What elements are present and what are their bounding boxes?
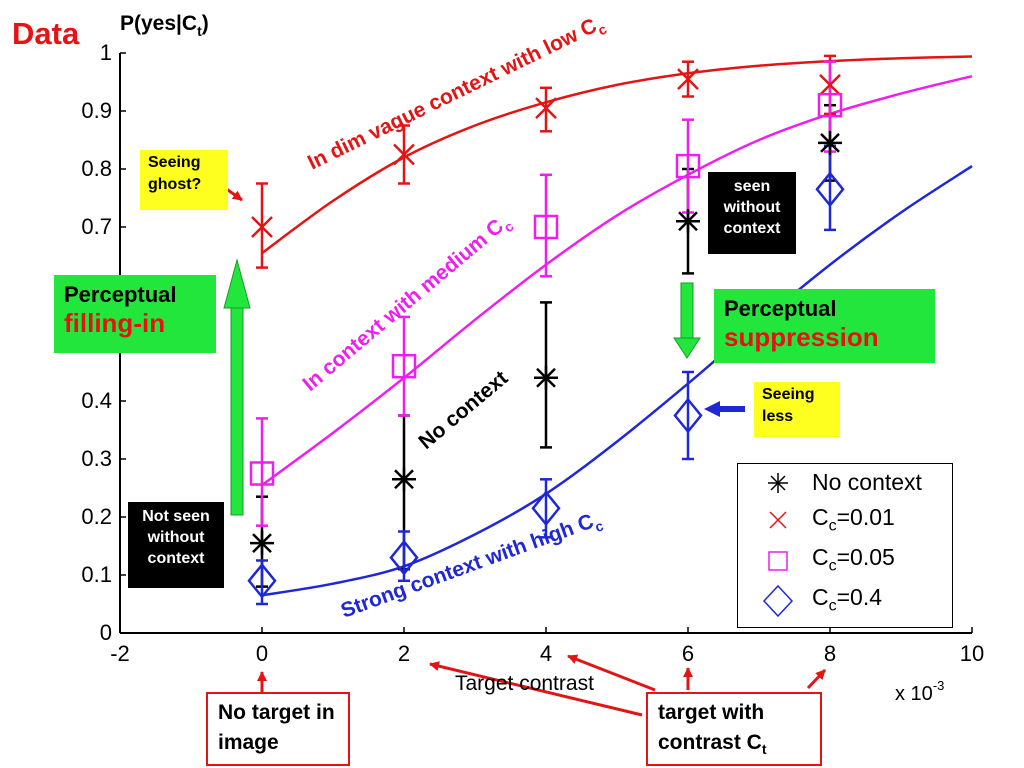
- suppression-line1: Perceptual: [724, 296, 837, 321]
- legend-label: Cc=0.4: [812, 584, 883, 615]
- x-tick-label: 2: [398, 641, 410, 666]
- fit-curve: [261, 55, 973, 255]
- legend-label: No context: [812, 469, 922, 495]
- x-tick-label: -2: [110, 641, 130, 666]
- blue-curve-label: Strong context with high Cc: [338, 507, 606, 626]
- legend-diamond-icon: [762, 584, 794, 618]
- y-tick-label: 0: [100, 620, 112, 645]
- asterisk-marker: [818, 130, 842, 155]
- x-tick-label: 8: [824, 641, 836, 666]
- black-curve-label: No context: [414, 366, 512, 453]
- x-axis-label: Target contrast: [455, 672, 594, 695]
- y-tick-label: 0.9: [81, 98, 112, 123]
- filling-in-arrow-head: [223, 258, 251, 309]
- seeing-less-callout: Seeing less: [754, 382, 840, 437]
- legend-cross-icon: [769, 511, 787, 529]
- x-marker: [535, 97, 557, 119]
- legend: No context Cc=0.01 Cc=0.05 Cc=0.4: [737, 463, 953, 628]
- annotation-arrows: [214, 186, 827, 717]
- seeing-ghost-callout: Seeing ghost?: [140, 150, 228, 210]
- square-marker: [391, 353, 417, 379]
- fit-curves: [261, 55, 973, 597]
- suppression-arrow-shaft: [680, 282, 694, 339]
- square-marker: [533, 214, 559, 240]
- x-marker: [819, 74, 841, 96]
- legend-item-cc-005: Cc=0.05: [738, 542, 952, 582]
- legend-label: Cc=0.05: [812, 544, 895, 575]
- magenta-curve-label: In context with medium Cc: [298, 210, 516, 399]
- square-marker: [675, 153, 701, 179]
- asterisk-marker: [676, 209, 700, 234]
- diamond-marker: [815, 171, 845, 208]
- x-tick-label: 6: [682, 641, 694, 666]
- target-with-contrast-text: target with contrast C: [658, 701, 765, 754]
- suppression-line2: suppression: [724, 322, 879, 352]
- diamond-marker: [389, 539, 419, 576]
- x-tick-label: 4: [540, 641, 552, 666]
- y-tick-label: 0.7: [81, 214, 112, 239]
- not-seen-without-context-callout: Not seen without context: [128, 502, 224, 588]
- target-with-contrast-sub: t: [761, 741, 767, 758]
- target-arrow-2: [429, 661, 643, 717]
- y-tick-label: 0.1: [81, 562, 112, 587]
- asterisk-marker: [392, 467, 416, 492]
- data-heading: Data: [12, 16, 80, 51]
- diamond-marker: [247, 562, 277, 599]
- target-with-contrast-callout: target with contrast Ct: [646, 692, 822, 766]
- perceptual-suppression-callout: Perceptual suppression: [714, 289, 935, 363]
- target-arrow-4: [567, 654, 656, 692]
- not-seen-arrow-head: [232, 538, 248, 555]
- fit-curve: [261, 74, 973, 487]
- y-tick-label: 0.2: [81, 504, 112, 529]
- no-target-callout: No target in image: [206, 692, 350, 766]
- perceptual-filling-in-callout: Perceptual filling-in: [54, 275, 216, 353]
- asterisk-marker: [250, 531, 274, 556]
- suppression-arrow-head: [673, 337, 701, 359]
- filling-in-arrow-shaft: [230, 304, 244, 516]
- asterisk-marker: [534, 365, 558, 390]
- data-markers: [247, 68, 845, 599]
- diamond-marker: [531, 490, 561, 527]
- legend-asterisk-icon: [768, 473, 788, 493]
- square-marker: [249, 461, 275, 486]
- y-tick-label: 0.8: [81, 156, 112, 181]
- x-scale-note: x 10-3: [895, 678, 944, 705]
- red-curve-label: In dim vague context with low Cc: [304, 11, 609, 178]
- legend-square-icon: [768, 551, 788, 571]
- legend-item-cc-04: Cc=0.4: [738, 582, 952, 622]
- x-marker: [393, 143, 415, 166]
- y-tick-label: 0.4: [81, 388, 112, 413]
- y-axis-label: P(yes|Ct): [120, 12, 209, 39]
- fit-curve: [261, 165, 973, 597]
- x-tick-label: 0: [256, 641, 268, 666]
- legend-item-cc-001: Cc=0.01: [738, 500, 952, 540]
- y-tick-label: 1: [100, 40, 112, 65]
- seen-without-context-callout: seen without context: [708, 172, 796, 254]
- y-tick-label: 0.3: [81, 446, 112, 471]
- x-marker: [251, 216, 273, 238]
- filling-in-line2: filling-in: [64, 308, 166, 338]
- target-arrow-8: [806, 668, 827, 690]
- diamond-marker: [673, 397, 703, 434]
- legend-item-no-context: No context: [738, 464, 952, 504]
- filling-in-line1: Perceptual: [64, 282, 177, 307]
- legend-label: Cc=0.01: [812, 504, 895, 535]
- x-tick-label: 10: [960, 641, 984, 666]
- seeing-less-arrow-head: [704, 401, 720, 417]
- square-marker: [817, 92, 843, 118]
- x-marker: [677, 68, 699, 90]
